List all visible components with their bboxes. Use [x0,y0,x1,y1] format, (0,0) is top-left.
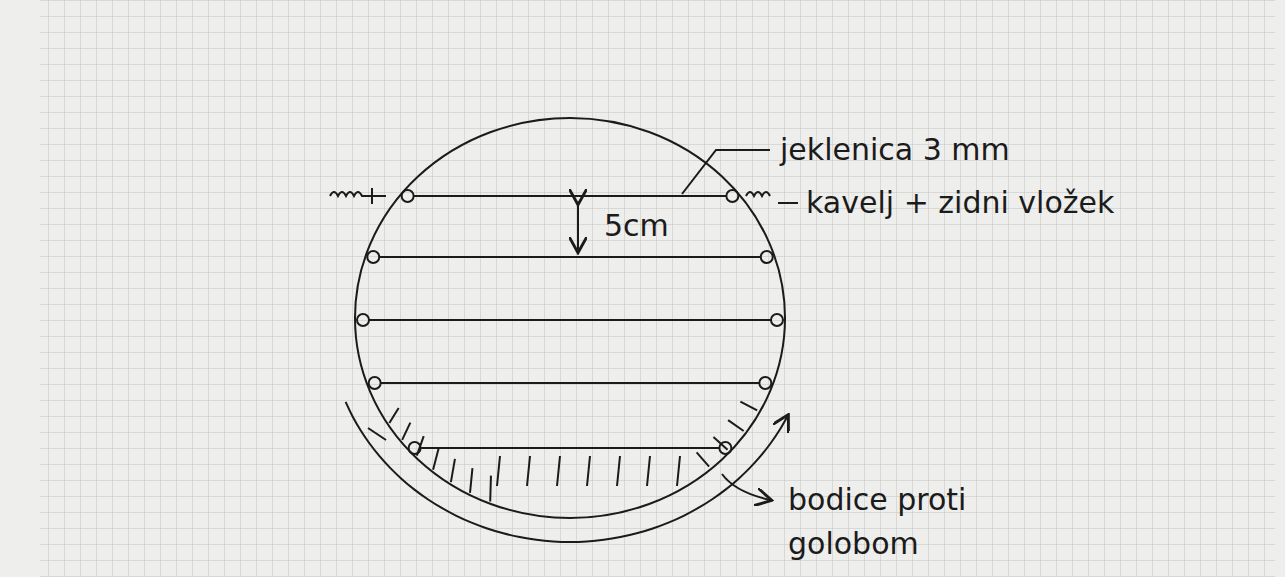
steel-wire [379,256,761,258]
pigeon-spike [433,448,439,469]
leader-dash [778,202,798,204]
pigeon-spike [697,452,709,466]
hook-ring [759,377,771,389]
pigeon-spike [740,402,757,411]
spike-group [389,402,757,502]
pigeon-spike [527,456,530,486]
hook-ring [367,251,379,263]
pigeon-spike [497,456,500,486]
hook-ring [726,190,738,202]
hook-ring [402,190,414,202]
leader-line [682,150,770,194]
pigeon-spike [557,456,560,486]
pigeon-spike [417,436,424,455]
opening-outline [355,118,785,518]
note-label: kavelj + zidni vložek [806,181,1114,225]
note-label: bodice proti golobom [788,478,1050,565]
hook-ring [761,251,773,263]
steel-wire [381,382,760,384]
pigeon-spike [489,476,492,502]
dimension-arrow [577,203,579,251]
steel-wire [369,319,771,321]
pointer-arrow [722,474,770,500]
hook-symbol [330,188,386,204]
note-label: 5cm [604,204,669,248]
pigeon-spike [677,456,680,486]
note-label: jeklenica 3 mm [780,128,1010,172]
steel-wire [421,447,720,449]
pigeon-spike [451,459,455,482]
pigeon-spike [470,468,472,493]
hook-ring [369,377,381,389]
pigeon-spike [587,456,590,486]
steel-wire [414,195,727,197]
hook-ring [357,314,369,326]
hook-ring [771,314,783,326]
pigeon-spike [713,437,727,450]
pigeon-spike [389,408,398,423]
wire-group [357,190,783,454]
graph-paper [40,0,1275,577]
range-bracket [346,402,788,542]
pigeon-spike [402,423,410,440]
bracket-end [368,428,386,440]
hook-symbol [746,192,770,196]
pigeon-spike [617,456,620,486]
pigeon-spike [647,456,650,486]
pigeon-spike [728,420,744,431]
